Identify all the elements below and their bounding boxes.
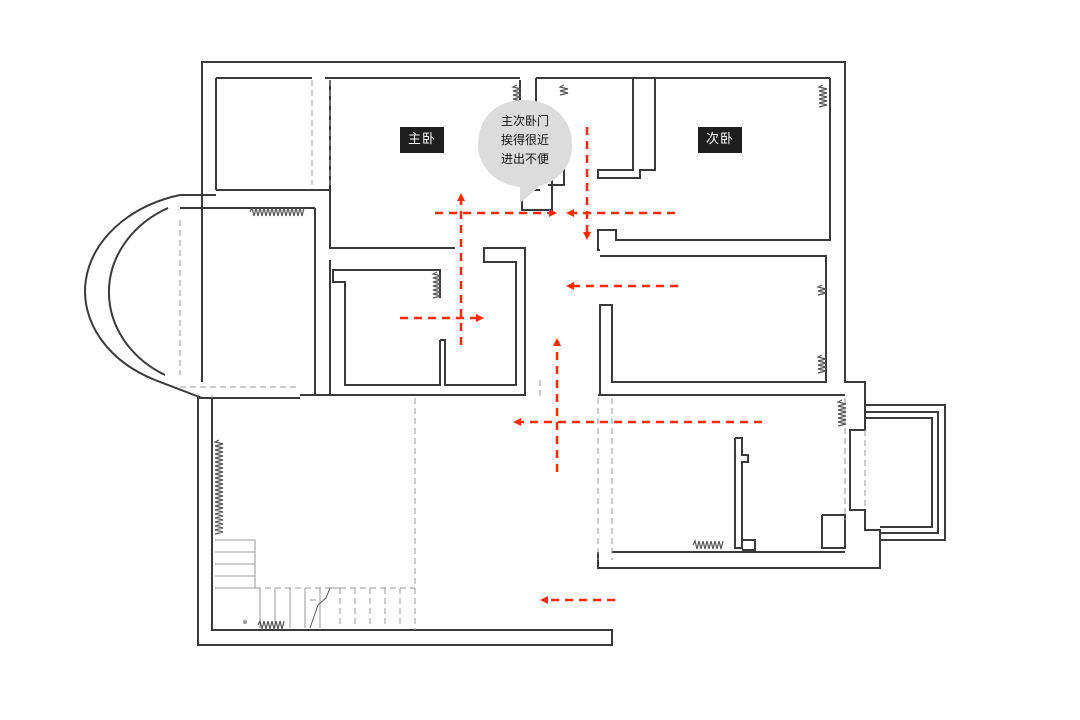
callout-line: 挨得很近 xyxy=(500,133,549,147)
callout-bubble xyxy=(478,100,572,203)
callout-text: 主次卧门 挨得很近 进出不便 xyxy=(480,112,570,169)
callout-line: 进出不便 xyxy=(500,152,549,166)
callout-line: 主次卧门 xyxy=(500,114,549,128)
circulation-arrows xyxy=(400,127,762,604)
stairs xyxy=(215,539,331,629)
second-bedroom-label: 次卧 xyxy=(698,127,743,153)
master-bedroom-label: 主卧 xyxy=(400,127,445,153)
dashed-lines xyxy=(179,80,866,630)
